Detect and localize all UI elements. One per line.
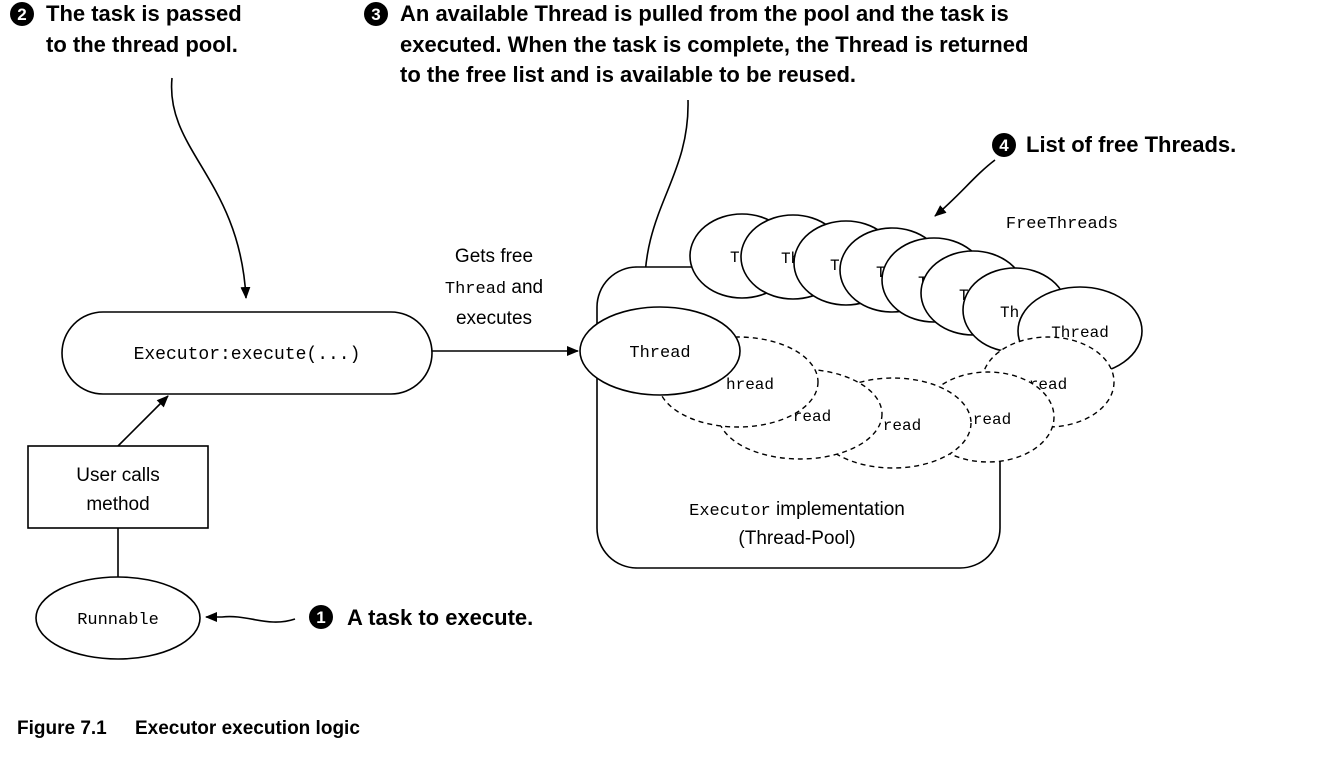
callout-2-line-1: The task is passed [46,1,242,26]
edge-label-line-3: executes [456,308,532,329]
edge-label-line-1: Gets free [455,246,533,267]
caption-number: Figure 7.1 [17,718,107,739]
edge-label-code: Thread [445,280,506,299]
user-to-executor-arrow [117,395,169,447]
callout-4-number: 4 [999,136,1009,155]
callout-3: 3 An available Thread is pulled from the… [364,1,1028,87]
callout-1-text: A task to execute. [347,605,533,630]
executor-execute-node [61,311,433,395]
executor-execute-label: Executor:execute(...) [134,345,361,365]
callout-1-badge [309,605,333,629]
callout-1: 1 A task to execute. [309,605,533,630]
callout-3-line-3: to the free list and is available to be … [400,62,856,87]
active-thread [579,306,741,396]
runnable-node [35,576,201,660]
pool-label-line-2: (Thread-Pool) [738,528,855,549]
pool-label-code: Executor [689,502,771,521]
callout-3-badge [364,2,388,26]
callout-2-line-2: to the thread pool. [46,32,238,57]
callout-2: 2 The task is passed to the thread pool. [10,1,242,57]
callout-4: 4 List of free Threads. [992,132,1236,157]
busy-thread-4-label: read [973,411,1011,429]
figure-caption: Figure 7.1 Executor execution logic [17,718,360,739]
pool-label-text: implementation [771,499,905,520]
callout-3-number: 3 [371,5,380,24]
free-thread-7-label: Th [1000,304,1019,322]
user-calls-box [27,445,209,529]
callout-1-number: 1 [316,608,325,627]
callout-2-badge [10,2,34,26]
callout-4-pointer [934,159,996,217]
busy-thread-2-label: read [793,408,831,426]
busy-thread-3-label: read [883,417,921,435]
caption-title: Executor execution logic [135,718,360,739]
runnable-label: Runnable [77,611,159,630]
active-thread-label: Thread [629,344,690,363]
free-threads-label: FreeThreads [1006,215,1118,234]
busy-thread-1-label: hread [726,376,774,394]
callout-2-number: 2 [17,5,26,24]
pool-label-line-1: Executor implementation [689,499,905,521]
free-thread-8-label: Thread [1051,324,1109,342]
callout-3-line-2: executed. When the task is complete, the… [400,32,1028,57]
callout-4-text: List of free Threads. [1026,132,1236,157]
user-calls-line-2: method [86,494,149,515]
callout-3-line-1: An available Thread is pulled from the p… [400,1,1009,26]
edge-label-text: and [506,277,543,298]
callout-4-badge [992,133,1016,157]
callout-1-pointer [205,612,296,623]
user-calls-line-1: User calls [76,465,159,486]
edge-label-line-2: Thread and [445,277,543,299]
free-threads-stack: Th Th Th Th Th Th Th Thread [689,213,1143,376]
callout-2-pointer [170,77,251,299]
